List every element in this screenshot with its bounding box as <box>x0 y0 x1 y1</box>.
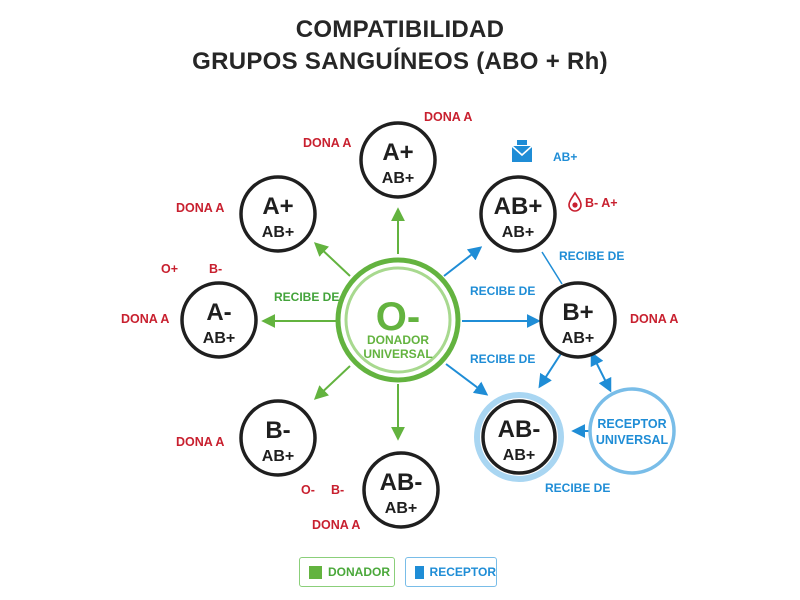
label-b-minus-left: B- <box>209 262 222 276</box>
label-recibe-center-right: RECIBE DE <box>470 284 535 298</box>
page-title-line1: COMPATIBILIDAD <box>295 16 505 43</box>
label-ab-plus-icon: AB+ <box>553 150 577 164</box>
legend-receptor-swatch <box>415 565 424 579</box>
node-lower-left-group: B- <box>265 417 290 444</box>
node-bottom-sub: AB+ <box>385 500 417 517</box>
node-bottom: AB- AB+ <box>362 451 440 529</box>
node-upper-left-group: A+ <box>262 193 293 220</box>
arrow-to-lower-right <box>445 363 489 396</box>
node-upper-right: AB+ AB+ <box>479 175 557 253</box>
label-o-minus-bottom: O- <box>301 483 315 497</box>
label-dona-right: DONA A <box>630 312 678 326</box>
blood-drop-icon <box>568 191 582 212</box>
envelope-icon <box>511 140 533 162</box>
node-left-sub: AB+ <box>203 330 235 347</box>
label-dona-upper-left: DONA A <box>176 201 224 215</box>
label-dona-top-left: DONA A <box>303 136 351 150</box>
receptor-line2: UNIVERSAL <box>596 433 669 447</box>
receptor-universal-node: RECEPTOR UNIVERSAL <box>588 387 676 475</box>
node-lower-right-group: AB- <box>498 416 541 443</box>
legend-receptor-label: RECEPTOR <box>429 565 496 579</box>
center-line2: UNIVERSAL <box>363 347 432 361</box>
node-right: B+ AB+ <box>539 281 617 359</box>
label-dona-left: DONA A <box>121 312 169 326</box>
legend-donor: DONADOR <box>299 557 395 587</box>
node-left-group: A- <box>206 299 231 326</box>
center-line1: DONADOR <box>367 333 429 347</box>
label-recibe-bottom-right: RECIBE DE <box>545 481 610 495</box>
node-bottom-group: AB- <box>380 469 423 496</box>
center-group: O- <box>376 295 420 339</box>
arrow-right-to-lower-right <box>538 351 563 389</box>
node-right-group: B+ <box>562 299 593 326</box>
receptor-arrows <box>443 246 612 438</box>
node-top: A+ AB+ <box>359 121 437 199</box>
node-upper-left: A+ AB+ <box>239 175 317 253</box>
arrow-to-upper-right <box>443 246 483 277</box>
node-upper-left-sub: AB+ <box>262 224 294 241</box>
legend-donor-label: DONADOR <box>328 565 390 579</box>
node-upper-right-sub: AB+ <box>502 224 534 241</box>
label-recibe-center-left: RECIBE DE <box>274 290 339 304</box>
node-top-group: A+ <box>382 139 413 166</box>
node-lower-left: B- AB+ <box>239 399 317 477</box>
page-title-line2: GRUPOS SANGUÍNEOS (ABO + Rh) <box>192 48 608 75</box>
legend-donor-swatch <box>309 565 322 579</box>
legend-receptor: RECEPTOR <box>405 557 497 587</box>
arrow-to-upper-left <box>313 242 351 277</box>
label-b-a-plus: B- A+ <box>585 196 618 210</box>
node-lower-left-sub: AB+ <box>262 448 294 465</box>
label-b-minus-bottom: B- <box>331 483 344 497</box>
node-lower-right-sub: AB+ <box>503 447 535 464</box>
link-upper-right-right <box>541 251 563 285</box>
label-o-plus: O+ <box>161 262 178 276</box>
label-recibe-lower-right: RECIBE DE <box>470 352 535 366</box>
arrow-right-receptor <box>590 351 612 393</box>
donor-arrows <box>261 207 405 441</box>
node-left: A- AB+ <box>180 281 258 359</box>
label-recibe-upper-right: RECIBE DE <box>559 249 624 263</box>
center-node: O- DONADOR UNIVERSAL <box>335 257 461 383</box>
arrow-to-lower-left <box>313 365 351 400</box>
receptor-line1: RECEPTOR <box>597 417 666 431</box>
node-right-sub: AB+ <box>562 330 594 347</box>
node-upper-right-group: AB+ <box>494 193 543 220</box>
label-dona-bottom: DONA A <box>312 518 360 532</box>
node-lower-right: AB- AB+ <box>474 392 564 482</box>
node-top-sub: AB+ <box>382 170 414 187</box>
label-dona-top: DONA A <box>424 110 472 124</box>
label-dona-lower-left: DONA A <box>176 435 224 449</box>
